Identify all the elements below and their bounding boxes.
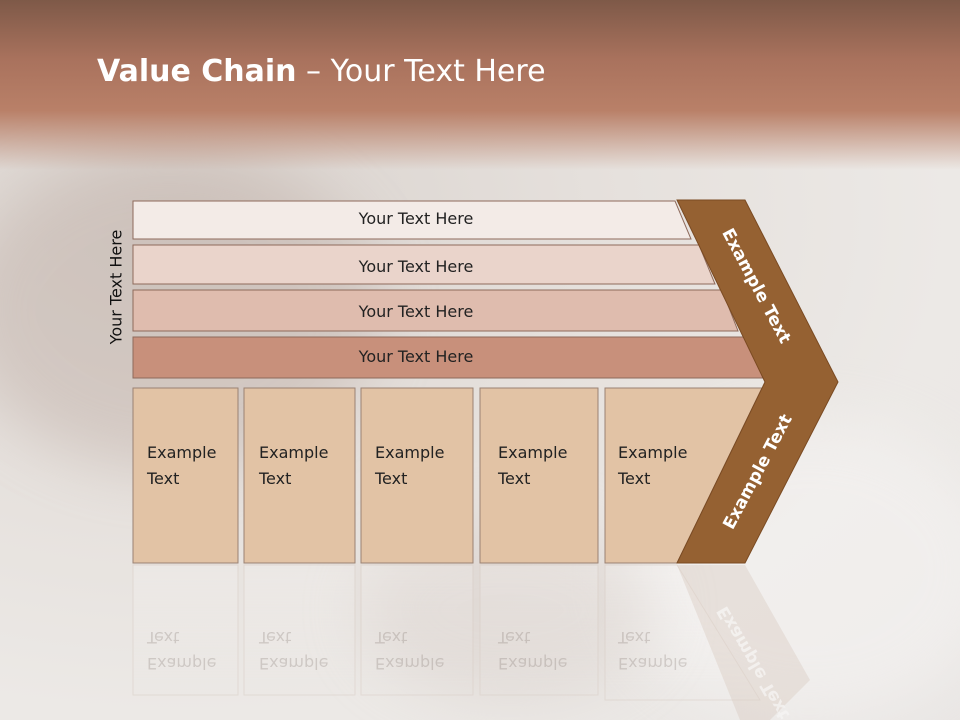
activity-box-3 (360, 387, 474, 564)
box-reflection (479, 564, 599, 696)
activity-box-3-line1: Example (375, 443, 444, 462)
support-bar-1-label: Your Text Here (358, 209, 474, 228)
activity-box-4 (479, 387, 599, 564)
primary-activities: Example Text Example Text Example Text E… (132, 387, 763, 564)
support-bar-1 (132, 200, 692, 240)
support-bar-4-label: Your Text Here (358, 347, 474, 366)
box-reflection-text: Example (147, 654, 216, 673)
box-reflection-text: Text (146, 628, 179, 647)
activity-box-2-line1: Example (259, 443, 328, 462)
support-bar-3-label: Your Text Here (358, 302, 474, 321)
activity-box-1-line2: Text (146, 469, 179, 488)
box-reflection-text: Text (374, 628, 407, 647)
activity-box-4-line1: Example (498, 443, 567, 462)
reflection: Example Text Example Text Example Text E… (132, 564, 810, 720)
box-reflection-text: Example (498, 654, 567, 673)
activity-box-5-line1: Example (618, 443, 687, 462)
support-bar-3 (132, 289, 739, 332)
activity-box-1 (132, 387, 239, 564)
box-reflection-text: Example (618, 654, 687, 673)
support-bar-2 (132, 244, 716, 285)
title-banner (0, 0, 960, 170)
margin-chevron-shape (676, 199, 839, 564)
box-reflection (243, 564, 356, 696)
box-reflection (604, 564, 761, 701)
box-reflection-text: Text (497, 628, 530, 647)
box-reflection-text: Example (259, 654, 328, 673)
box-reflection-text: Text (258, 628, 291, 647)
slide-title: Value Chain – Your Text Here (97, 54, 546, 89)
support-bar-2-label: Your Text Here (358, 257, 474, 276)
support-activities: Your Text Here Your Text Here Your Text … (132, 200, 764, 379)
activity-box-2-line2: Text (258, 469, 291, 488)
activity-box-4-line2: Text (497, 469, 530, 488)
activity-box-1-line1: Example (147, 443, 216, 462)
slide-title-bold: Value Chain (97, 54, 297, 89)
activity-box-5-line2: Text (617, 469, 650, 488)
activity-box-2 (243, 387, 356, 564)
arrow-reflection (677, 565, 810, 720)
box-reflection-text: Text (617, 628, 650, 647)
box-reflection (360, 564, 474, 696)
activity-box-3-line2: Text (374, 469, 407, 488)
box-reflection-text: Example (375, 654, 444, 673)
box-reflection (132, 564, 239, 696)
slide-title-rest: – Your Text Here (296, 54, 546, 89)
